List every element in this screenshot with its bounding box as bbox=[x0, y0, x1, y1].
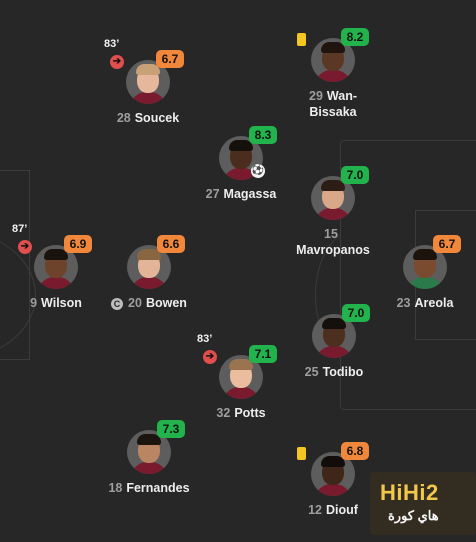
pitch-line bbox=[340, 140, 476, 410]
rating-badge: 6.6 bbox=[157, 235, 185, 253]
sub-minute: 83’ bbox=[197, 333, 213, 345]
rating-badge: 7.0 bbox=[341, 166, 369, 184]
rating-badge: 6.9 bbox=[64, 235, 92, 253]
rating-badge: 6.8 bbox=[341, 442, 369, 460]
watermark-subtitle: هاي كورة bbox=[388, 508, 439, 523]
rating-badge: 6.7 bbox=[433, 235, 461, 253]
rating-badge: 6.7 bbox=[156, 50, 184, 68]
yellow-card-icon bbox=[297, 33, 306, 46]
avatar bbox=[311, 176, 355, 220]
pitch-line bbox=[0, 170, 30, 360]
avatar bbox=[127, 245, 171, 289]
football-icon: ⚽ bbox=[251, 164, 265, 178]
rating-badge: 7.0 bbox=[342, 304, 370, 322]
arrow-left-circle-icon: ➔ bbox=[18, 240, 32, 254]
rating-badge: 8.3 bbox=[249, 126, 277, 144]
rating-badge: 7.3 bbox=[157, 420, 185, 438]
avatar bbox=[126, 60, 170, 104]
rating-badge: 7.1 bbox=[249, 345, 277, 363]
arrow-left-circle-icon: ➔ bbox=[110, 55, 124, 69]
sub-minute: 83’ bbox=[104, 38, 120, 50]
arrow-left-circle-icon: ➔ bbox=[203, 350, 217, 364]
watermark-logo: HiHi2 هاي كورة bbox=[370, 472, 476, 535]
rating-badge: 8.2 bbox=[341, 28, 369, 46]
yellow-card-icon bbox=[297, 447, 306, 460]
watermark-brand: HiHi2 bbox=[380, 480, 439, 505]
captain-icon: C bbox=[111, 298, 124, 310]
sub-minute: 87’ bbox=[12, 223, 28, 235]
